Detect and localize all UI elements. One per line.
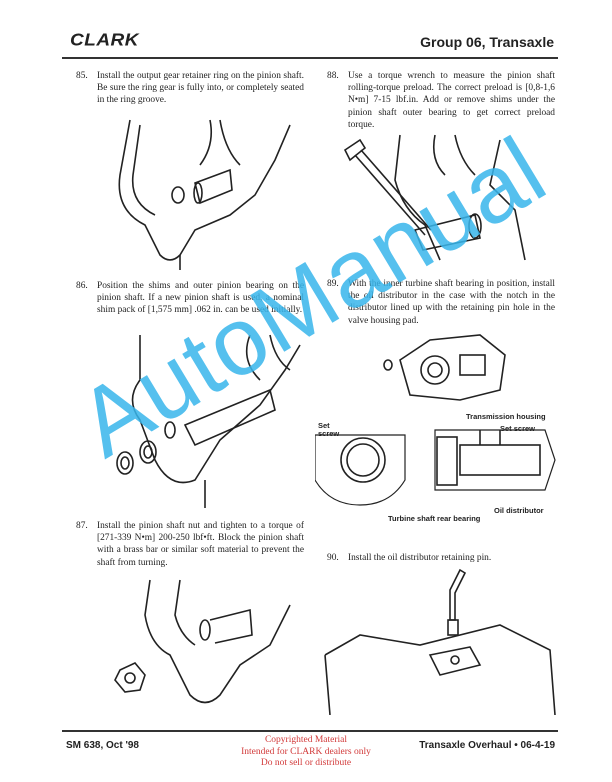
label-transmission-housing: Transmission housing [466,412,546,421]
step-text: Install the oil distributor retaining pi… [348,553,492,563]
header-rule [62,57,558,59]
step-number: 85. [76,71,88,81]
step-88: 88. Use a torque wrench to measure the p… [327,70,555,131]
step-number: 89. [327,279,339,289]
step-text: Install the pinion shaft nut and tighten… [97,521,304,568]
step-text: Position the shims and outer pinion bear… [97,281,304,316]
label-set-screw-left: Set screw [318,421,340,438]
label-turbine-shaft-bearing: Turbine shaft rear bearing [388,514,481,523]
step-number: 86. [76,281,88,291]
step-85: 85. Install the output gear retainer rin… [76,70,304,107]
figure-cross-section [315,429,556,506]
figure-shims-bearing [116,334,301,508]
step-text: Install the output gear retainer ring on… [97,71,304,106]
copyright-line: Intended for CLARK dealers only [241,746,371,757]
step-text: Use a torque wrench to measure the pinio… [348,71,555,130]
step-number: 88. [327,71,339,81]
step-number: 90. [327,553,339,563]
figure-torque-wrench [343,134,526,261]
label-oil-distributor: Oil distributor [494,506,544,515]
step-text: With the inner turbine shaft bearing in … [348,279,555,326]
step-number: 87. [76,521,88,531]
copyright-line: Copyrighted Material [264,735,348,745]
step-86: 86. Position the shims and outer pinion … [76,280,304,317]
footer-page-ref: Transaxle Overhaul • 06-4-19 [419,740,555,751]
figure-oil-distributor-case [383,334,506,401]
step-89: 89. With the inner turbine shaft bearing… [327,278,555,327]
page-header-title: Group 06, Transaxle [420,34,554,50]
footer-manual-id: SM 638, Oct '98 [66,740,139,751]
figure-retaining-pin [324,568,556,715]
step-90: 90. Install the oil distributor retainin… [327,552,555,564]
figure-pinion-nut [114,579,291,704]
footer-rule [62,730,558,732]
copyright-notice: Copyrighted Material Intended for CLARK … [200,735,412,770]
copyright-line: Do not sell or distribute [260,758,352,768]
step-87: 87. Install the pinion shaft nut and tig… [76,520,304,569]
figure-retainer-ring [118,119,291,270]
clark-logo: CLARK [70,31,139,50]
label-set-screw-right: Set screw [500,424,536,433]
